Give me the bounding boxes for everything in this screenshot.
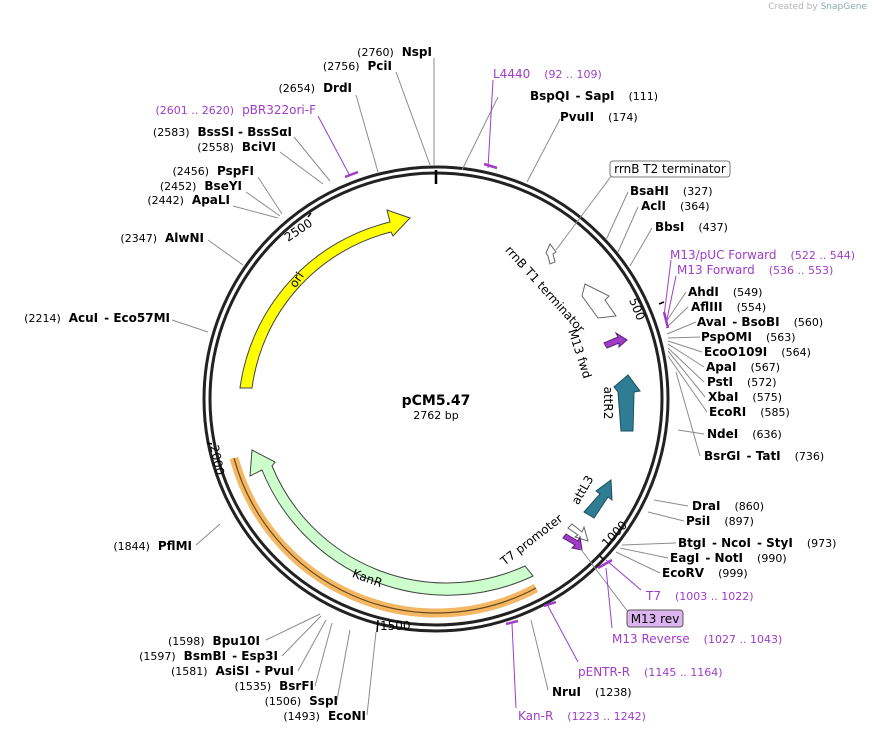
primer-leaders bbox=[317, 79, 677, 709]
enzyme-apai[interactable]: ApaI(567) bbox=[706, 360, 780, 374]
enzyme-drdi[interactable]: (2654)DrdI bbox=[278, 81, 352, 95]
primer-pentr-r[interactable]: pENTR-R(1145 .. 1164) bbox=[578, 665, 723, 679]
rrnb-t1-label: rrnB T1 terminator bbox=[502, 243, 587, 335]
enzyme-labels-right: BspQI- SapI(111) PvuII(174) BsaHI(327) A… bbox=[530, 89, 836, 699]
enzyme-afliii[interactable]: AflIII(554) bbox=[691, 300, 766, 314]
backbone-outer bbox=[202, 165, 670, 633]
feature-m13-rev[interactable] bbox=[562, 533, 583, 551]
tick-2000: 2000 bbox=[207, 444, 227, 477]
enzyme-bsmbi[interactable]: (1597)BsmBI- Esp3I bbox=[139, 649, 278, 663]
enzyme-alwni[interactable]: (2347)AlwNI bbox=[120, 231, 204, 245]
tick-2000-mark bbox=[206, 442, 213, 445]
enzyme-bsrfi[interactable]: (1535)BsrFI bbox=[235, 679, 314, 693]
enzyme-ndei[interactable]: NdeI(636) bbox=[707, 427, 782, 441]
enzyme-avai[interactable]: AvaI- BsoBI(560) bbox=[697, 315, 823, 329]
primer-m13-puc-forward[interactable]: M13/pUC Forward(522 .. 544) bbox=[670, 248, 855, 262]
tick-1500-mark bbox=[376, 619, 379, 633]
rrnb-t2-label: rrnB T2 terminator bbox=[614, 162, 726, 176]
plasmid-name: pCM5.47 bbox=[402, 393, 471, 409]
enzyme-nspi[interactable]: (2760)NspI bbox=[357, 45, 432, 59]
enzyme-ecorv[interactable]: EcoRV(999) bbox=[662, 566, 748, 580]
enzyme-apali[interactable]: (2442)ApaLI bbox=[147, 193, 230, 207]
enzyme-leaders bbox=[171, 58, 708, 716]
enzyme-nrui[interactable]: NruI(1238) bbox=[552, 685, 632, 699]
primer-labels: L4440(92 .. 109) (2601 .. 2620)pBR322ori… bbox=[156, 67, 856, 723]
enzyme-bsahi[interactable]: BsaHI(327) bbox=[630, 184, 713, 198]
enzyme-acui[interactable]: (2214)AcuI- Eco57MI bbox=[24, 311, 170, 325]
attl3-label: attL3 bbox=[569, 473, 597, 507]
primer-t7[interactable]: T7(1003 .. 1022) bbox=[645, 589, 754, 603]
feature-t7-promoter[interactable] bbox=[567, 523, 589, 542]
enzyme-ecori[interactable]: EcoRI(585) bbox=[709, 405, 790, 419]
primer-m13-forward[interactable]: M13 Forward(536 .. 553) bbox=[677, 263, 833, 277]
enzyme-bsrgi[interactable]: BsrGI- TatI(736) bbox=[704, 449, 824, 463]
primer-kan-r[interactable]: Kan-R(1223 .. 1242) bbox=[518, 709, 646, 723]
enzyme-eagi[interactable]: EagI- NotI(990) bbox=[670, 551, 787, 565]
primer-l4440[interactable]: L4440(92 .. 109) bbox=[493, 67, 602, 81]
plasmid-length: 2762 bp bbox=[413, 409, 458, 422]
tick-500-mark bbox=[658, 301, 665, 305]
tick-2500-mark bbox=[307, 212, 312, 218]
enzyme-acli[interactable]: AclI(364) bbox=[641, 199, 710, 213]
feature-kanr[interactable] bbox=[249, 449, 534, 596]
attr2-label: attR2 bbox=[601, 387, 615, 420]
credit-brand: SnapGene bbox=[820, 2, 867, 12]
enzyme-pspomi[interactable]: PspOMI(563) bbox=[701, 330, 796, 344]
enzyme-btgi[interactable]: BtgI- NcoI- StyI(973) bbox=[678, 536, 836, 550]
enzyme-pcii[interactable]: (2756)PciI bbox=[323, 59, 392, 73]
enzyme-bspqi[interactable]: BspQI- SapI(111) bbox=[530, 89, 658, 103]
enzyme-psii[interactable]: PsiI(897) bbox=[686, 514, 754, 528]
enzyme-labels-left: (2760)NspI (2756)PciI (2654)DrdI (2583)B… bbox=[24, 45, 432, 723]
m13-fwd-label: M13 fwd bbox=[565, 327, 594, 380]
enzyme-drai[interactable]: DraI(860) bbox=[692, 499, 764, 513]
rrnb-t2-leader bbox=[555, 174, 613, 251]
enzyme-psti[interactable]: PstI(572) bbox=[707, 375, 777, 389]
feature-rrnb-t1[interactable] bbox=[581, 283, 617, 319]
enzyme-econi[interactable]: (1493)EcoNI bbox=[283, 709, 366, 723]
feature-attl3[interactable] bbox=[583, 479, 613, 519]
m13-rev-leader bbox=[579, 547, 629, 613]
primer-m13-reverse[interactable]: M13 Reverse(1027 .. 1043) bbox=[612, 632, 782, 646]
enzyme-xbai[interactable]: XbaI(575) bbox=[708, 390, 782, 404]
feature-attr2[interactable] bbox=[613, 374, 641, 432]
t7-promoter-label: T7 promoter bbox=[497, 511, 565, 569]
m13-rev-label: M13 rev bbox=[631, 612, 680, 626]
enzyme-bpu10i[interactable]: (1598)Bpu10I bbox=[168, 634, 260, 648]
enzyme-bbsi[interactable]: BbsI(437) bbox=[655, 220, 728, 234]
kanr-highlight-core bbox=[233, 457, 537, 614]
feature-m13-fwd[interactable] bbox=[603, 331, 628, 349]
enzyme-pflmi[interactable]: (1844)PflMI bbox=[113, 539, 192, 553]
m13-rev-callout bbox=[626, 609, 684, 628]
enzyme-pspfi[interactable]: (2456)PspFI bbox=[172, 164, 254, 178]
enzyme-eco0109i[interactable]: EcoO109I(564) bbox=[704, 345, 811, 359]
enzyme-asisi[interactable]: (1581)AsiSI- PvuI bbox=[171, 664, 294, 678]
enzyme-ahdi[interactable]: AhdI(549) bbox=[688, 285, 762, 299]
credit-prefix: Created by bbox=[768, 2, 818, 12]
rrnb-t2-callout bbox=[609, 160, 731, 178]
feature-ori[interactable] bbox=[239, 209, 411, 389]
tick-1000-mark bbox=[599, 555, 605, 561]
enzyme-bseyi[interactable]: (2452)BseYI bbox=[160, 179, 242, 193]
snapgene-credit: Created by SnapGene bbox=[768, 2, 867, 12]
scale-ticks: 500 1000 1500 2000 2500 bbox=[206, 212, 665, 633]
feature-rrnb-t2[interactable] bbox=[545, 243, 557, 265]
enzyme-sspi[interactable]: (1506)SspI bbox=[265, 694, 338, 708]
tick-1500: 1500 bbox=[380, 619, 411, 633]
kanr-label: KanR bbox=[350, 566, 384, 590]
enzyme-bcivi[interactable]: (2558)BciVI bbox=[197, 140, 276, 154]
enzyme-pvuii[interactable]: PvuII(174) bbox=[560, 110, 638, 124]
enzyme-bsssi[interactable]: (2583)BssSI- BssSαI bbox=[153, 125, 292, 139]
primer-pbr322ori-f[interactable]: (2601 .. 2620)pBR322ori-F bbox=[156, 103, 317, 117]
